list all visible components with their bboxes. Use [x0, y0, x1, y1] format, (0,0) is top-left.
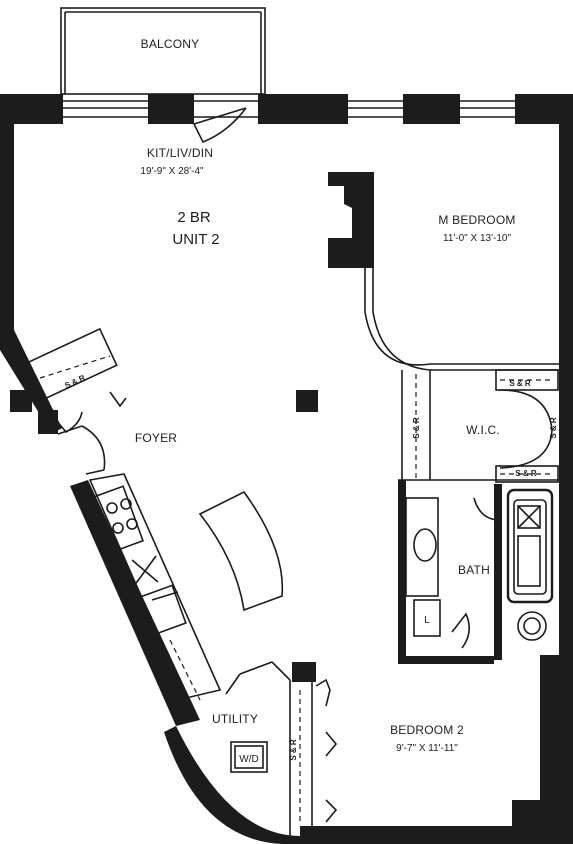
shelf-rod-label-wic-right: S & R [549, 417, 558, 439]
shelf-rod-label-entry: S & R [63, 373, 86, 390]
kitchen-counter [88, 473, 222, 701]
walk-in-closet [398, 369, 559, 483]
linen-closet-label: L [424, 615, 430, 626]
exterior-wall-top [0, 94, 573, 124]
kitchen-label: KIT/LIV/DIN [147, 146, 213, 160]
bedroom2-label: BEDROOM 2 [390, 723, 464, 737]
unit-type-label: 2 BR [177, 209, 211, 226]
utility-label: UTILITY [212, 712, 258, 726]
balcony [60, 7, 266, 95]
utility-room [225, 661, 316, 836]
balcony-door [193, 107, 247, 144]
shelf-rod-label-wic-left: S & R [412, 417, 421, 439]
shelf-rod-label-bedroom2: S & R [289, 739, 298, 761]
kitchen-dims: 19'-9" X 28'-4" [140, 166, 204, 177]
balcony-label: BALCONY [141, 37, 200, 51]
bedroom2-closet [299, 678, 338, 826]
bath-label: BATH [458, 563, 490, 577]
fireplace [328, 172, 374, 268]
master-bedroom-dims: 11'-0" X 13'-10" [443, 233, 511, 244]
bath [398, 480, 554, 664]
shelf-rod-label-wic-bottom: S & R [515, 469, 537, 478]
foyer-label: FOYER [135, 431, 177, 445]
exterior-wall-right [512, 94, 573, 844]
kitchen-island [198, 490, 284, 612]
shelf-rod-label-wic-top: S & R [509, 379, 531, 388]
washer-dryer-label: W/D [239, 754, 258, 765]
master-bedroom-wall [364, 268, 559, 371]
exterior-wall-left [0, 94, 515, 844]
entry-door [57, 425, 106, 475]
column [296, 390, 318, 412]
master-bedroom-label: M BEDROOM [438, 213, 515, 227]
unit-number-label: UNIT 2 [172, 231, 219, 248]
wic-label: W.I.C. [466, 423, 500, 437]
bedroom2-dims: 9'-7" X 11'-11" [396, 743, 458, 754]
